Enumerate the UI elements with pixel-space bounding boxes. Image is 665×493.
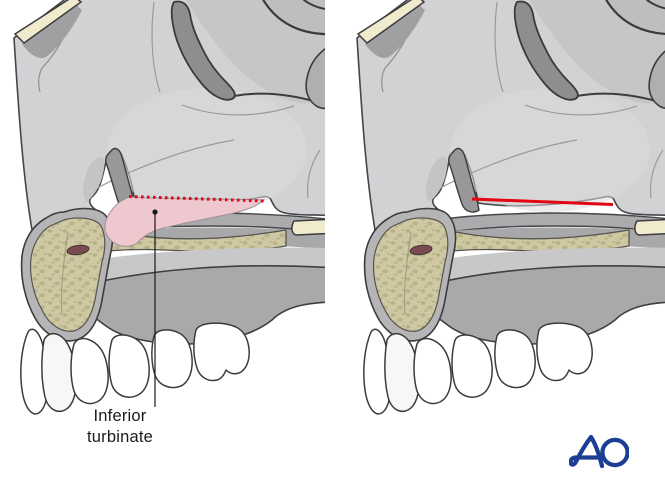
panel-after-illustration — [355, 0, 665, 416]
label-line-1: Inferior — [93, 407, 147, 425]
leader-dot — [152, 209, 158, 215]
osteotomy-solid-line — [471, 197, 614, 206]
inferior-turbinate-highlight — [104, 196, 266, 247]
inferior-turbinate-label: Inferior turbinate — [48, 406, 192, 448]
ao-logo-letter-o — [600, 437, 629, 468]
panel-before-illustration — [12, 0, 325, 416]
ao-logo-letter-a — [569, 434, 605, 469]
osteotomy-dotted-line — [128, 195, 265, 203]
label-line-2: turbinate — [86, 428, 153, 446]
ao-logo — [569, 434, 629, 469]
